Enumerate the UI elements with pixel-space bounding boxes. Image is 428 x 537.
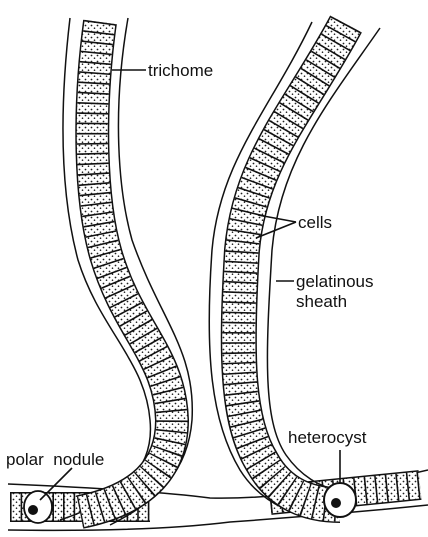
- sheath-label: sheath: [296, 292, 347, 311]
- heterocyst-label: heterocyst: [288, 428, 367, 447]
- trichome-label: trichome: [148, 61, 213, 80]
- polar-nodule-label: polar nodule: [6, 450, 104, 469]
- bottom-trichome-fill: [10, 485, 420, 507]
- heterocyst-nodule: [331, 498, 341, 508]
- polar-nodule-cell: [24, 491, 52, 523]
- cells-label: cells: [298, 213, 332, 232]
- gelatinous-label: gelatinous: [296, 272, 374, 291]
- bottom-filament: [8, 470, 428, 530]
- left-filament: [24, 18, 192, 525]
- polar-nodule: [28, 505, 38, 515]
